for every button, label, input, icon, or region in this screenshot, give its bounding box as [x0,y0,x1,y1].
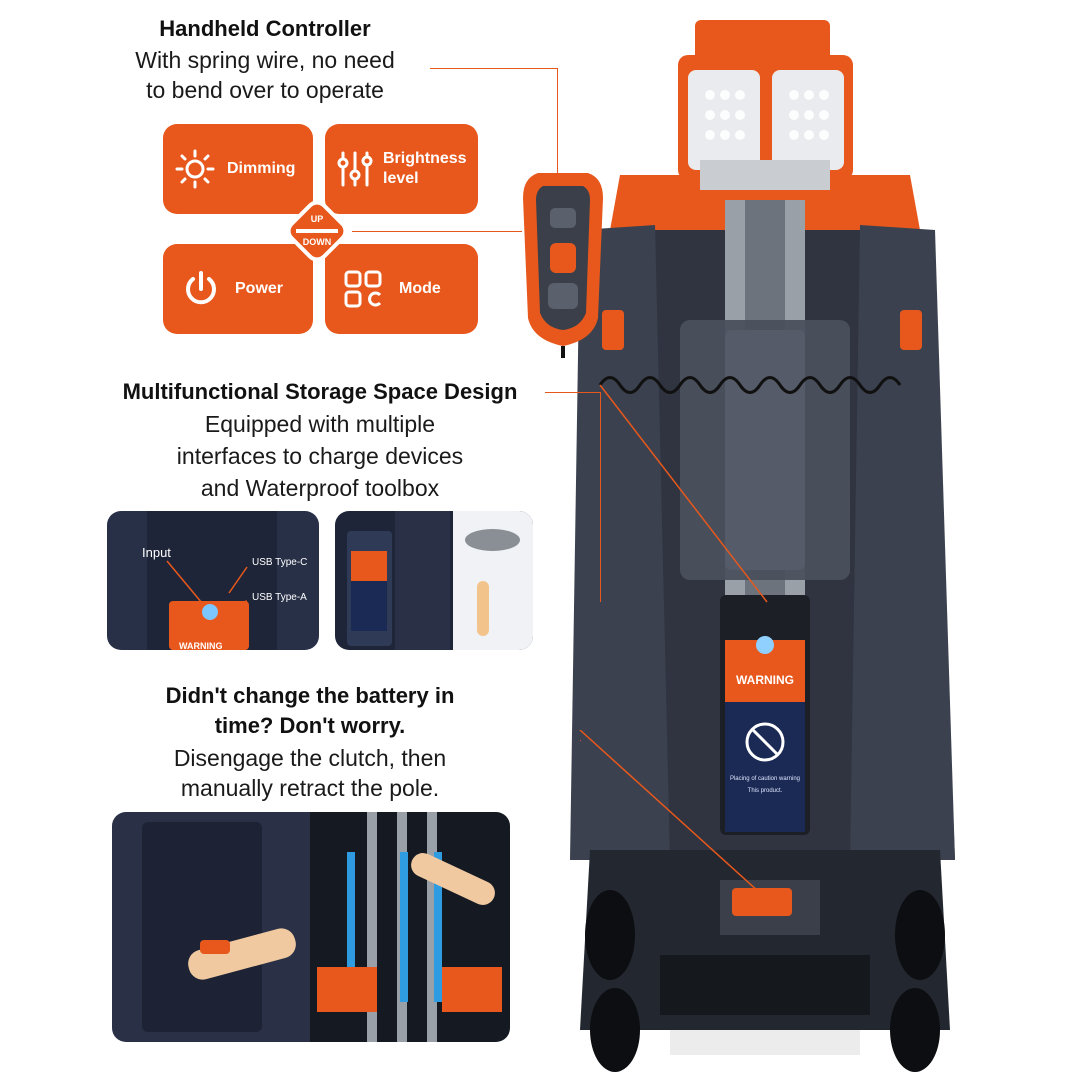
down-label: DOWN [302,237,332,247]
storage-desc-3: and Waterproof toolbox [200,475,440,501]
product-panel-text-1: Placing of caution warning [730,776,800,782]
callout-line [430,68,558,69]
sliders-icon [337,151,373,187]
up-label: UP [310,214,324,224]
power-label: Power [235,280,284,297]
panel-warning-label: WARNING [179,641,223,650]
controller-desc-2: to bend over to operate [146,77,384,103]
product-panel-text-2: This product. [748,788,783,794]
battery-desc-1: Disengage the clutch, then [173,745,447,771]
sun-icon [175,149,215,189]
callout-line [599,384,768,603]
brightness-label-1: Brightness [383,150,467,167]
callout-line [545,392,600,393]
clutch-photo [112,812,510,1042]
storage-desc-1: Equipped with multiple [204,411,436,437]
dimming-tile: Dimming [163,124,313,214]
usb-a-label: USB Type-A [252,592,307,603]
callout-line [580,740,581,741]
battery-title-2: time? Don't worry. [214,713,406,738]
storage-desc-2: interfaces to charge devices [176,443,464,469]
up-down-button: UP DOWN [282,196,352,266]
mode-tile: Mode [325,244,478,334]
callout-line [579,730,771,903]
storage-title: Multifunctional Storage Space Design [122,379,518,404]
power-icon [186,271,216,305]
brightness-tile: Brightness level [325,124,478,214]
callout-line [600,392,601,602]
input-label: Input [142,545,171,560]
brightness-label-2: level [383,170,419,187]
handheld-remote [523,173,603,358]
callout-line [352,231,522,232]
mode-grid-icon [344,270,382,308]
dimming-label: Dimming [227,160,296,177]
mode-label: Mode [399,280,441,297]
usb-c-label: USB Type-C [252,557,308,568]
product-warning-label: WARNING [736,673,794,687]
controller-title: Handheld Controller [159,16,371,41]
battery-title-1: Didn't change the battery in [165,683,455,708]
toolbox-photo [335,511,533,650]
power-tile: Power [163,244,313,334]
callout-line [557,68,558,178]
battery-desc-2: manually retract the pole. [180,775,440,801]
product-image: WARNING Placing of caution warning This … [570,20,955,1072]
controller-desc-1: With spring wire, no need [135,47,395,73]
ports-photo: Input USB Type-C USB Type-A WARNING [107,511,319,650]
